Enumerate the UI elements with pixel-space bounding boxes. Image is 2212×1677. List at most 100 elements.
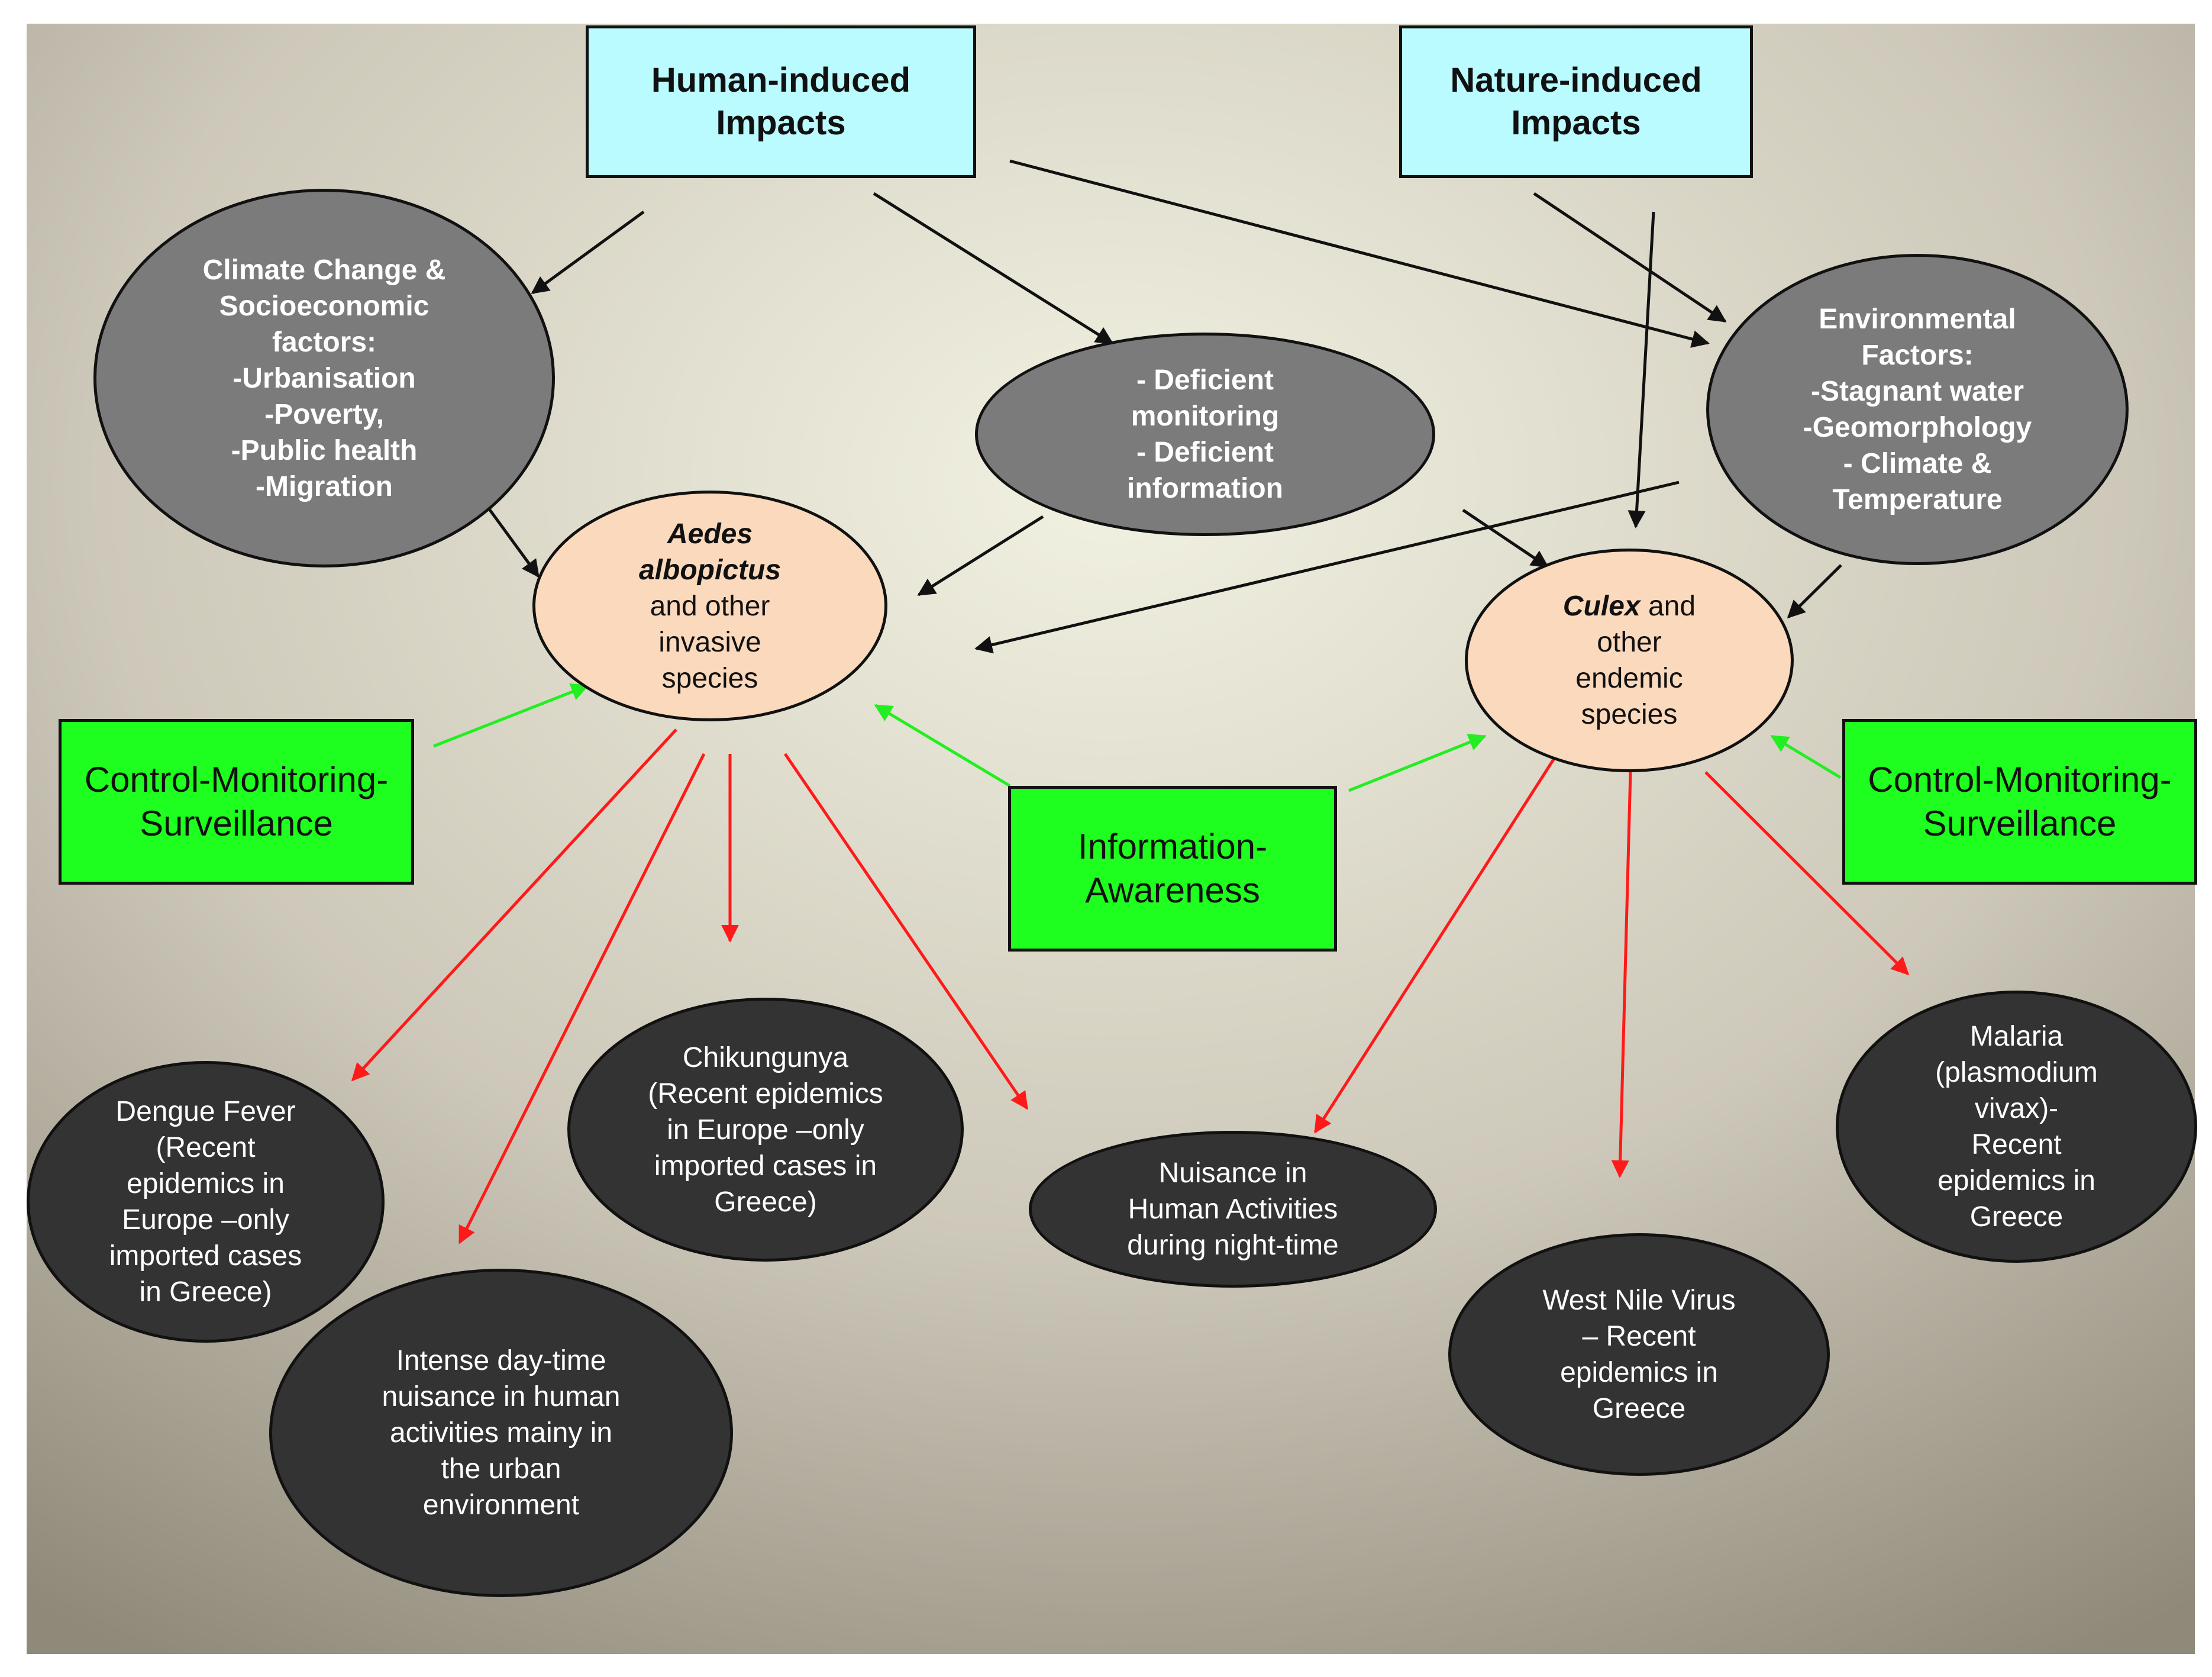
night-line: Nuisance in [1158, 1157, 1307, 1189]
daytime-line: the urban [441, 1453, 561, 1485]
arrow-human-to-climate [531, 210, 645, 295]
deficient-line: information [1127, 473, 1283, 504]
deficient-line: - Deficient [1136, 437, 1274, 468]
nature-box-line2: Impacts [1511, 104, 1641, 142]
arrow-culex-to-night [1313, 753, 1559, 1134]
aedes-line: species [661, 662, 758, 694]
climate-socioeconomic-node: Climate Change & Socioeconomic factors: … [93, 189, 555, 567]
dengue-line: Europe –only [122, 1204, 289, 1236]
control-monitoring-right-box: Control-Monitoring- Surveillance [1842, 719, 2197, 885]
westnile-line: – Recent [1582, 1321, 1696, 1352]
culex-name: Culex [1562, 591, 1641, 622]
information-awareness-box: Information- Awareness [1008, 786, 1337, 952]
climate-line: Socioeconomic [219, 290, 430, 322]
chik-line: in Europe –only [667, 1114, 864, 1146]
culex-line: endemic [1575, 663, 1683, 694]
climate-line: -Public health [231, 434, 418, 466]
night-line: Human Activities [1128, 1194, 1338, 1225]
arrow-climate-to-aedes [487, 507, 540, 578]
nature-box-line1: Nature-induced [1450, 61, 1702, 99]
daytime-line: activities mainy in [389, 1417, 613, 1449]
malaria-line: (plasmodium [1935, 1057, 2098, 1088]
environment-line: Factors: [1861, 340, 1974, 371]
info-line2: Awareness [1085, 870, 1260, 910]
chik-line: Chikungunya [682, 1041, 849, 1073]
chik-line: imported cases in [654, 1150, 877, 1182]
aedes-name: albopictus [638, 554, 782, 586]
culex-line: other [1597, 627, 1662, 658]
daytime-nuisance-node: Intense day-time nuisance in human activ… [269, 1269, 733, 1597]
arrow-aedes-to-night [783, 753, 1029, 1110]
control-right-line2: Surveillance [1923, 804, 2117, 843]
malaria-line: Malaria [1969, 1021, 2064, 1052]
malaria-line: epidemics in [1937, 1165, 2095, 1197]
control-left-line2: Surveillance [140, 804, 333, 843]
malaria-line: vivax)- [1974, 1093, 2059, 1124]
arrow-nature-to-culex [1627, 211, 1655, 528]
climate-line: Climate Change & [202, 254, 446, 286]
climate-line: -Poverty, [264, 398, 384, 430]
night-nuisance-node: Nuisance in Human Activities during nigh… [1029, 1131, 1437, 1288]
climate-line: -Urbanisation [232, 362, 416, 394]
dengue-line: epidemics in [127, 1168, 285, 1199]
chik-line: (Recent epidemics [648, 1078, 883, 1110]
environment-line: - Climate & [1843, 448, 1992, 479]
dengue-fever-node: Dengue Fever (Recent epidemics in Europe… [27, 1061, 385, 1343]
arrow-culex-to-westnile [1611, 772, 1632, 1178]
human-induced-impacts-box: Human-induced Impacts [586, 25, 976, 178]
deficient-monitoring-node: - Deficient monitoring - Deficient infor… [975, 333, 1435, 536]
environmental-factors-node: Environmental Factors: -Stagnant water -… [1706, 254, 2129, 565]
arrow-control-left-to-aedes [433, 683, 589, 748]
daytime-line: Intense day-time [396, 1345, 606, 1376]
climate-line: factors: [272, 326, 377, 358]
aedes-line: and other [650, 590, 770, 622]
westnile-line: Greece [1592, 1393, 1686, 1424]
arrow-deficient-to-culex [1462, 508, 1549, 569]
aedes-albopictus-node: Aedes albopictus and other invasive spec… [532, 491, 887, 721]
environment-line: -Geomorphology [1803, 412, 2032, 443]
malaria-line: Greece [1969, 1201, 2064, 1233]
human-box-line2: Impacts [716, 104, 846, 142]
deficient-line: monitoring [1131, 401, 1280, 432]
info-line1: Information- [1077, 827, 1268, 866]
arrow-control-right-to-culex [1770, 734, 1842, 779]
chikungunya-node: Chikungunya (Recent epidemics in Europe … [567, 998, 964, 1262]
control-right-line1: Control-Monitoring- [1868, 760, 2172, 799]
aedes-line: invasive [658, 626, 761, 658]
control-left-line1: Control-Monitoring- [84, 760, 389, 799]
malaria-node: Malaria (plasmodium vivax)- Recent epide… [1836, 991, 2197, 1263]
control-monitoring-left-box: Control-Monitoring- Surveillance [59, 719, 414, 885]
malaria-line: Recent [1971, 1129, 2062, 1160]
arrow-culex-to-malaria [1704, 771, 1910, 976]
west-nile-virus-node: West Nile Virus – Recent epidemics in Gr… [1448, 1233, 1830, 1476]
environment-line: Temperature [1832, 484, 2003, 515]
culex-first-line: Culex and [1563, 588, 1696, 624]
aedes-name: Aedes [667, 518, 753, 550]
dengue-line: in Greece) [139, 1276, 272, 1308]
culex-and: and [1640, 591, 1696, 622]
culex-line: species [1581, 699, 1678, 730]
arrow-human-to-deficient [873, 192, 1114, 345]
westnile-line: West Nile Virus [1542, 1285, 1736, 1316]
environment-line: -Stagnant water [1810, 376, 2024, 407]
culex-node: Culex and other endemic species [1465, 549, 1794, 772]
arrow-aedes-to-daytime [458, 753, 706, 1244]
arrow-info-to-aedes [874, 704, 1011, 788]
environment-line: Environmental [1819, 304, 2016, 335]
arrow-nature-to-environment [1533, 192, 1727, 323]
dengue-line: imported cases [109, 1240, 302, 1272]
arrow-human-to-environment [1009, 159, 1710, 348]
nature-induced-impacts-box: Nature-induced Impacts [1399, 25, 1753, 178]
arrow-info-to-culex [1348, 734, 1487, 792]
arrow-environment-to-culex [1787, 564, 1842, 619]
dengue-line: Dengue Fever [115, 1096, 296, 1127]
chik-line: Greece) [714, 1186, 817, 1218]
night-line: during night-time [1127, 1230, 1339, 1261]
climate-line: -Migration [256, 470, 393, 502]
arrow-environment-to-aedes [974, 480, 1680, 654]
daytime-line: nuisance in human [382, 1381, 621, 1412]
human-box-line1: Human-induced [651, 61, 911, 99]
arrow-aedes-to-dengue [351, 728, 677, 1082]
arrow-deficient-to-aedes [917, 515, 1044, 596]
